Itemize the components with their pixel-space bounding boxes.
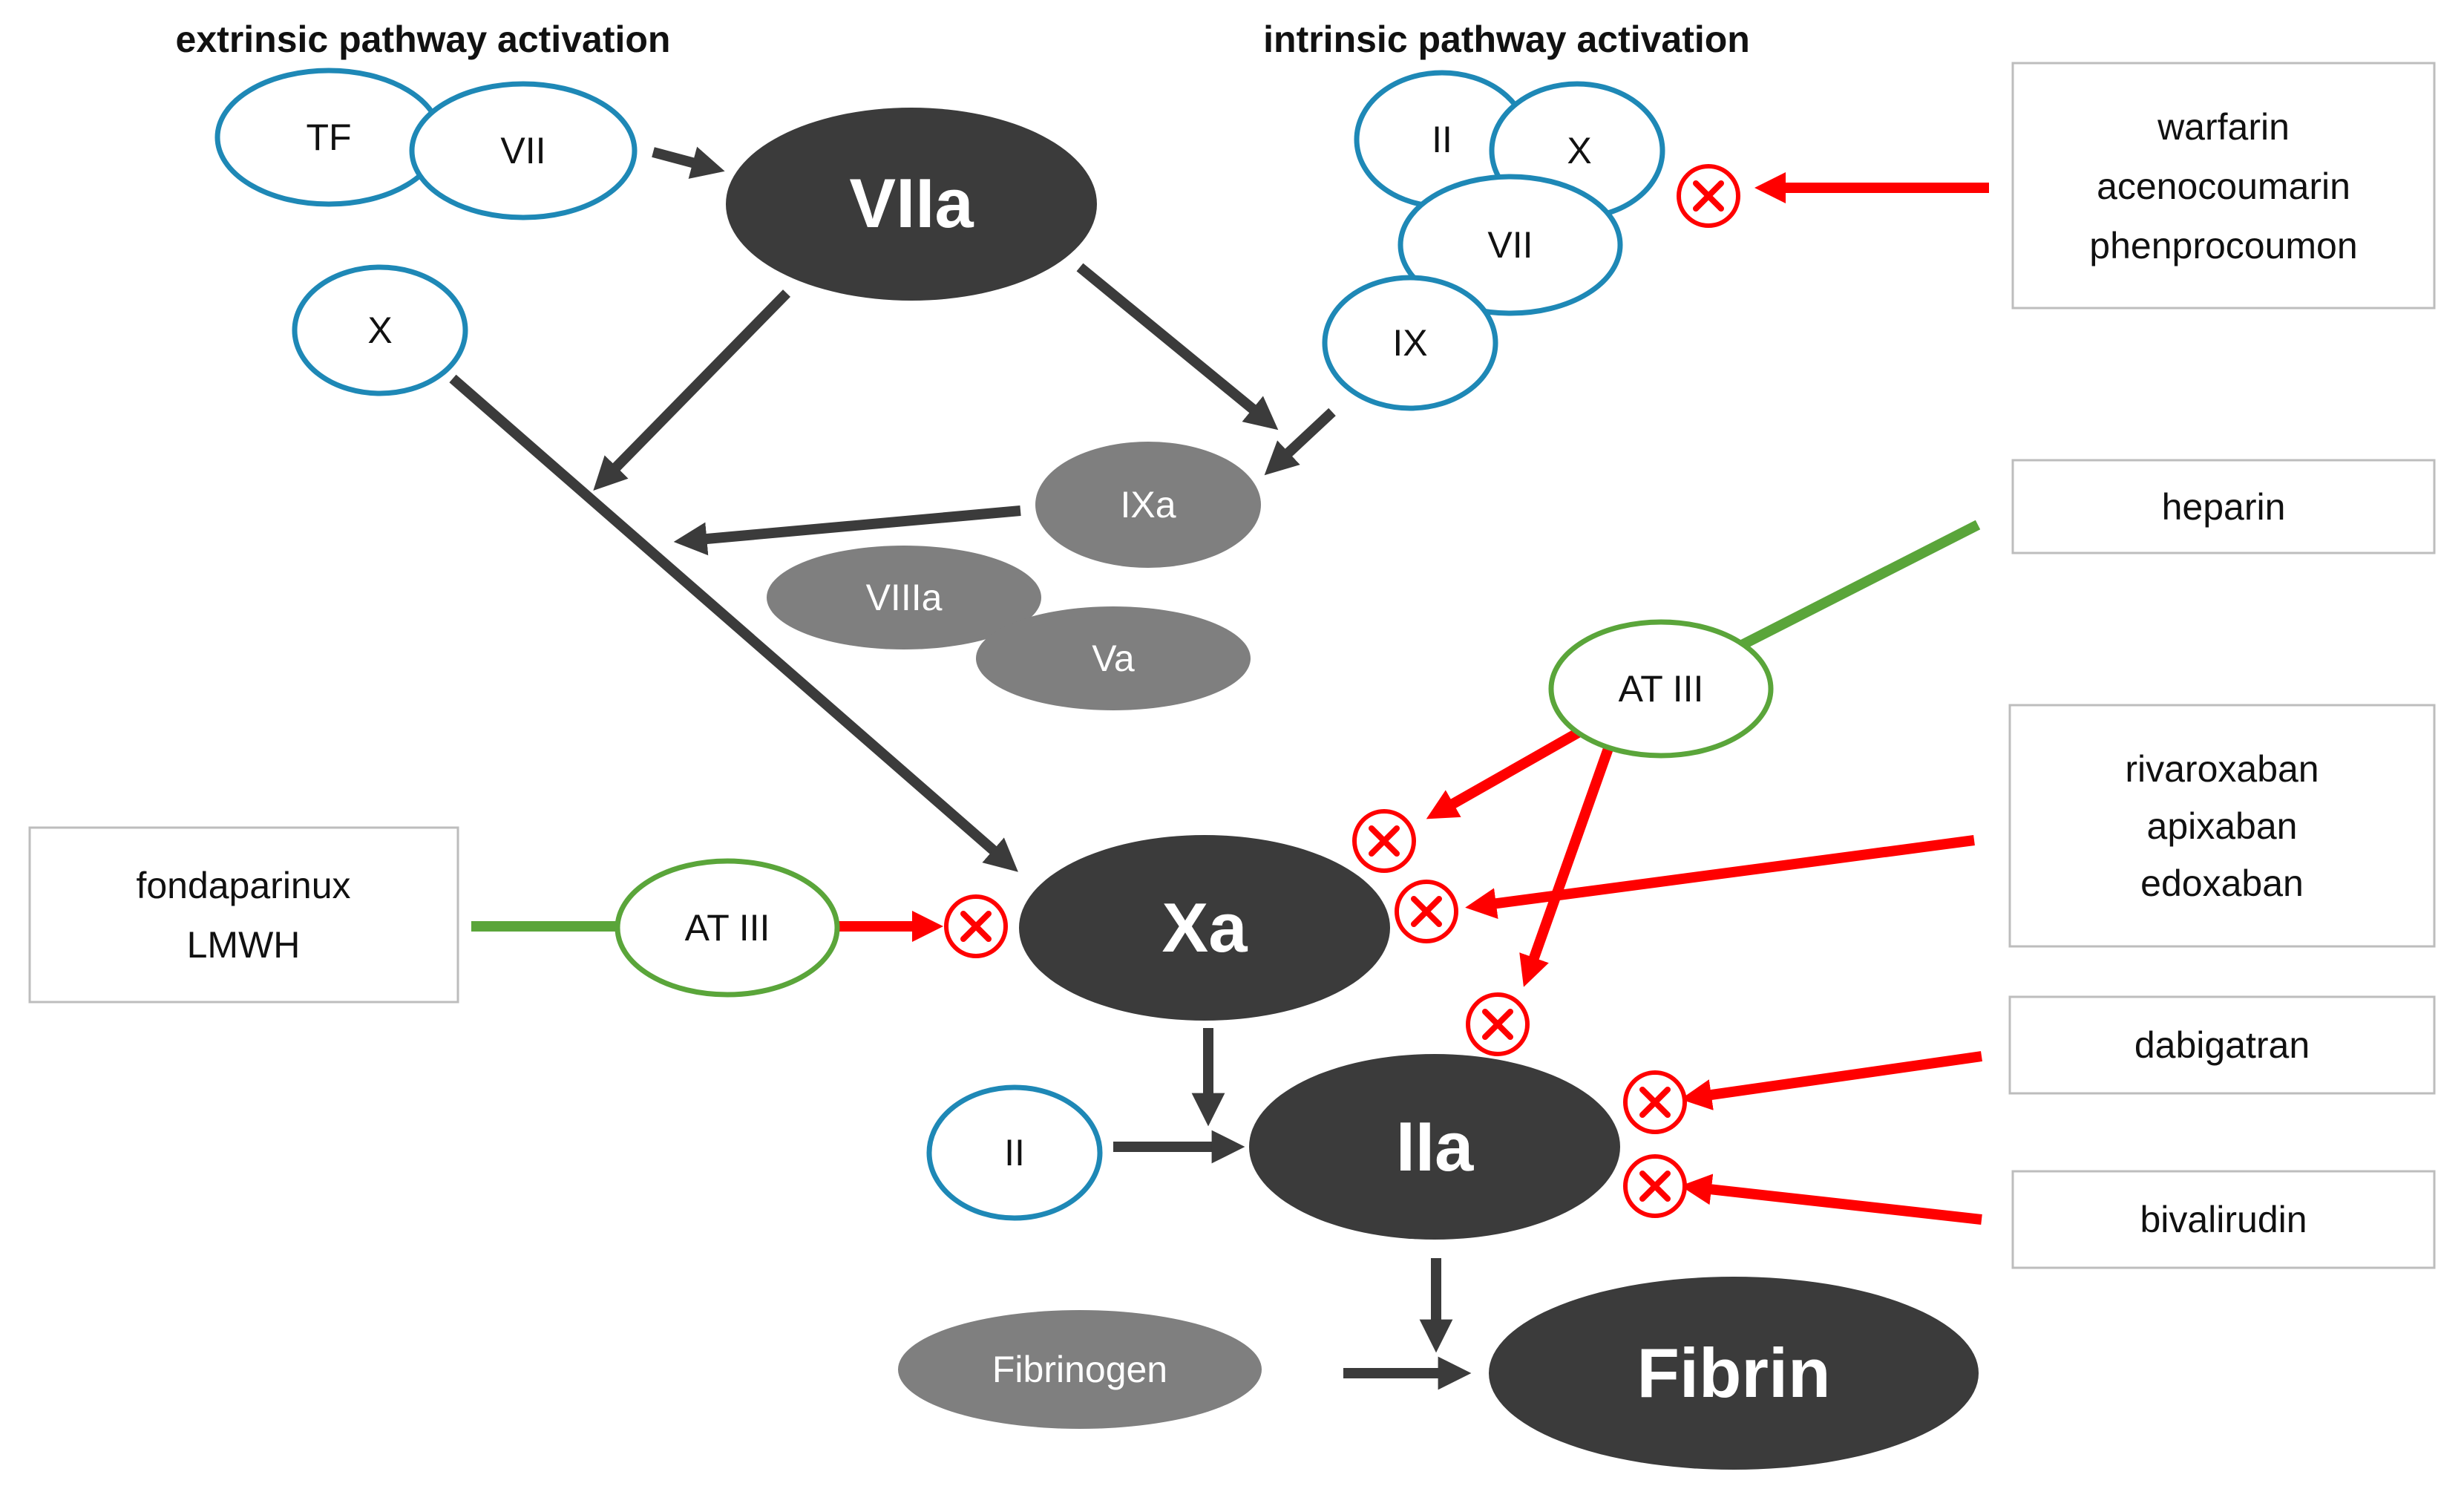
inhibition-arrows xyxy=(835,172,1989,1225)
label-va: Va xyxy=(1092,638,1135,679)
label-x-left: X xyxy=(367,310,392,351)
inhibit-at3-iia-icon xyxy=(1468,995,1527,1054)
factor-ii-lower xyxy=(926,1084,1103,1221)
drug-box-indirect: fondaparinux LMWH xyxy=(28,826,459,1004)
label-at3-lower: AT III xyxy=(685,907,770,949)
arrow-ixa-to-x-path xyxy=(673,505,1021,556)
at3-lower xyxy=(615,858,840,998)
arrow-xa-inhibitors xyxy=(1465,835,1975,920)
drug-fondaparinux: fondaparinux xyxy=(136,865,350,906)
label-iia: IIa xyxy=(1396,1107,1474,1185)
arrow-viia-to-ix-path xyxy=(1076,263,1279,431)
arrow-x-to-xa xyxy=(449,374,1018,872)
inhibit-at3-lower-icon xyxy=(946,897,1006,956)
arrow-viia-to-x-path xyxy=(593,289,790,491)
drug-heparin: heparin xyxy=(2162,486,2286,528)
drug-box-dabigatran: dabigatran xyxy=(2008,995,2436,1095)
label-tf: TF xyxy=(306,117,351,158)
at3-upper xyxy=(1548,619,1774,759)
label-vii-extrinsic: VII xyxy=(500,130,545,171)
drug-bivalirudin: bivalirudin xyxy=(2140,1199,2307,1240)
intrinsic-header: intrinsic pathway activation xyxy=(1263,19,1750,60)
drug-apixaban: apixaban xyxy=(2147,805,2298,847)
drug-edoxaban: edoxaban xyxy=(2140,863,2304,904)
label-ii-lower: II xyxy=(1004,1132,1025,1174)
factor-viiia xyxy=(767,546,1041,649)
arrow-ix-to-ixa xyxy=(1264,407,1336,476)
drug-box-xa-inhibitors: rivaroxaban apixaban edoxaban xyxy=(2008,704,2436,948)
label-vii-intrinsic: VII xyxy=(1487,224,1533,266)
arrow-at3-inhibit-iia xyxy=(1519,740,1616,987)
factor-vii-extrinsic xyxy=(409,81,638,220)
factor-ixa xyxy=(1035,442,1261,568)
factor-iia xyxy=(1249,1054,1620,1240)
drug-acenocoumarin: acenocoumarin xyxy=(2097,166,2350,207)
drug-warfarin: warfarin xyxy=(2157,106,2290,148)
drug-box-vka: warfarin acenocoumarin phenprocoumon xyxy=(2011,62,2436,310)
arrow-tfvii-to-viia xyxy=(652,146,725,179)
factor-vii-intrinsic xyxy=(1398,174,1623,316)
inhibit-xa-direct-icon xyxy=(1397,882,1456,941)
fibrinogen xyxy=(898,1310,1262,1429)
drug-phenprocoumon: phenprocoumon xyxy=(2089,225,2357,266)
label-viiia: VIIIa xyxy=(866,577,943,618)
arrow-bivalirudin-inhibit xyxy=(1680,1174,1982,1225)
label-fibrin: Fibrin xyxy=(1636,1334,1830,1412)
fibrin xyxy=(1489,1277,1979,1470)
drug-box-bivalirudin: bivalirudin xyxy=(2011,1170,2436,1269)
label-x-intrinsic: X xyxy=(1567,130,1591,171)
inhibit-vka-icon xyxy=(1679,166,1738,226)
line-heparin-to-at3 xyxy=(1737,520,1981,651)
label-ixa: IXa xyxy=(1120,484,1176,526)
factor-viia xyxy=(726,108,1097,301)
inhibit-dabigatran-icon xyxy=(1625,1073,1685,1132)
drug-box-heparin: heparin xyxy=(2011,459,2436,554)
drug-dabigatran: dabigatran xyxy=(2134,1024,2310,1066)
drug-lmwh: LMWH xyxy=(187,924,301,966)
label-viia: VIIa xyxy=(849,164,974,242)
label-xa: Xa xyxy=(1162,888,1248,966)
label-ix: IX xyxy=(1392,322,1427,364)
extrinsic-header: extrinsic pathway activation xyxy=(176,19,671,60)
drug-rivaroxaban: rivaroxaban xyxy=(2125,748,2319,790)
inhibit-at3-xa-icon xyxy=(1354,811,1414,871)
arrow-at3-inhibit-xa xyxy=(1426,726,1584,819)
arrow-dabigatran-inhibit xyxy=(1680,1051,1982,1110)
inhibit-bivalirudin-icon xyxy=(1625,1156,1685,1216)
heparin-activation-lines xyxy=(471,520,1981,932)
factor-ix xyxy=(1322,275,1498,411)
activation-arrows xyxy=(449,146,1472,1390)
factor-va xyxy=(976,606,1251,710)
label-at3-upper: AT III xyxy=(1619,668,1704,710)
factor-x-left xyxy=(292,264,468,396)
label-ii-intrinsic: II xyxy=(1432,119,1452,160)
label-fibrinogen: Fibrinogen xyxy=(992,1349,1167,1390)
factor-xa xyxy=(1019,835,1390,1021)
